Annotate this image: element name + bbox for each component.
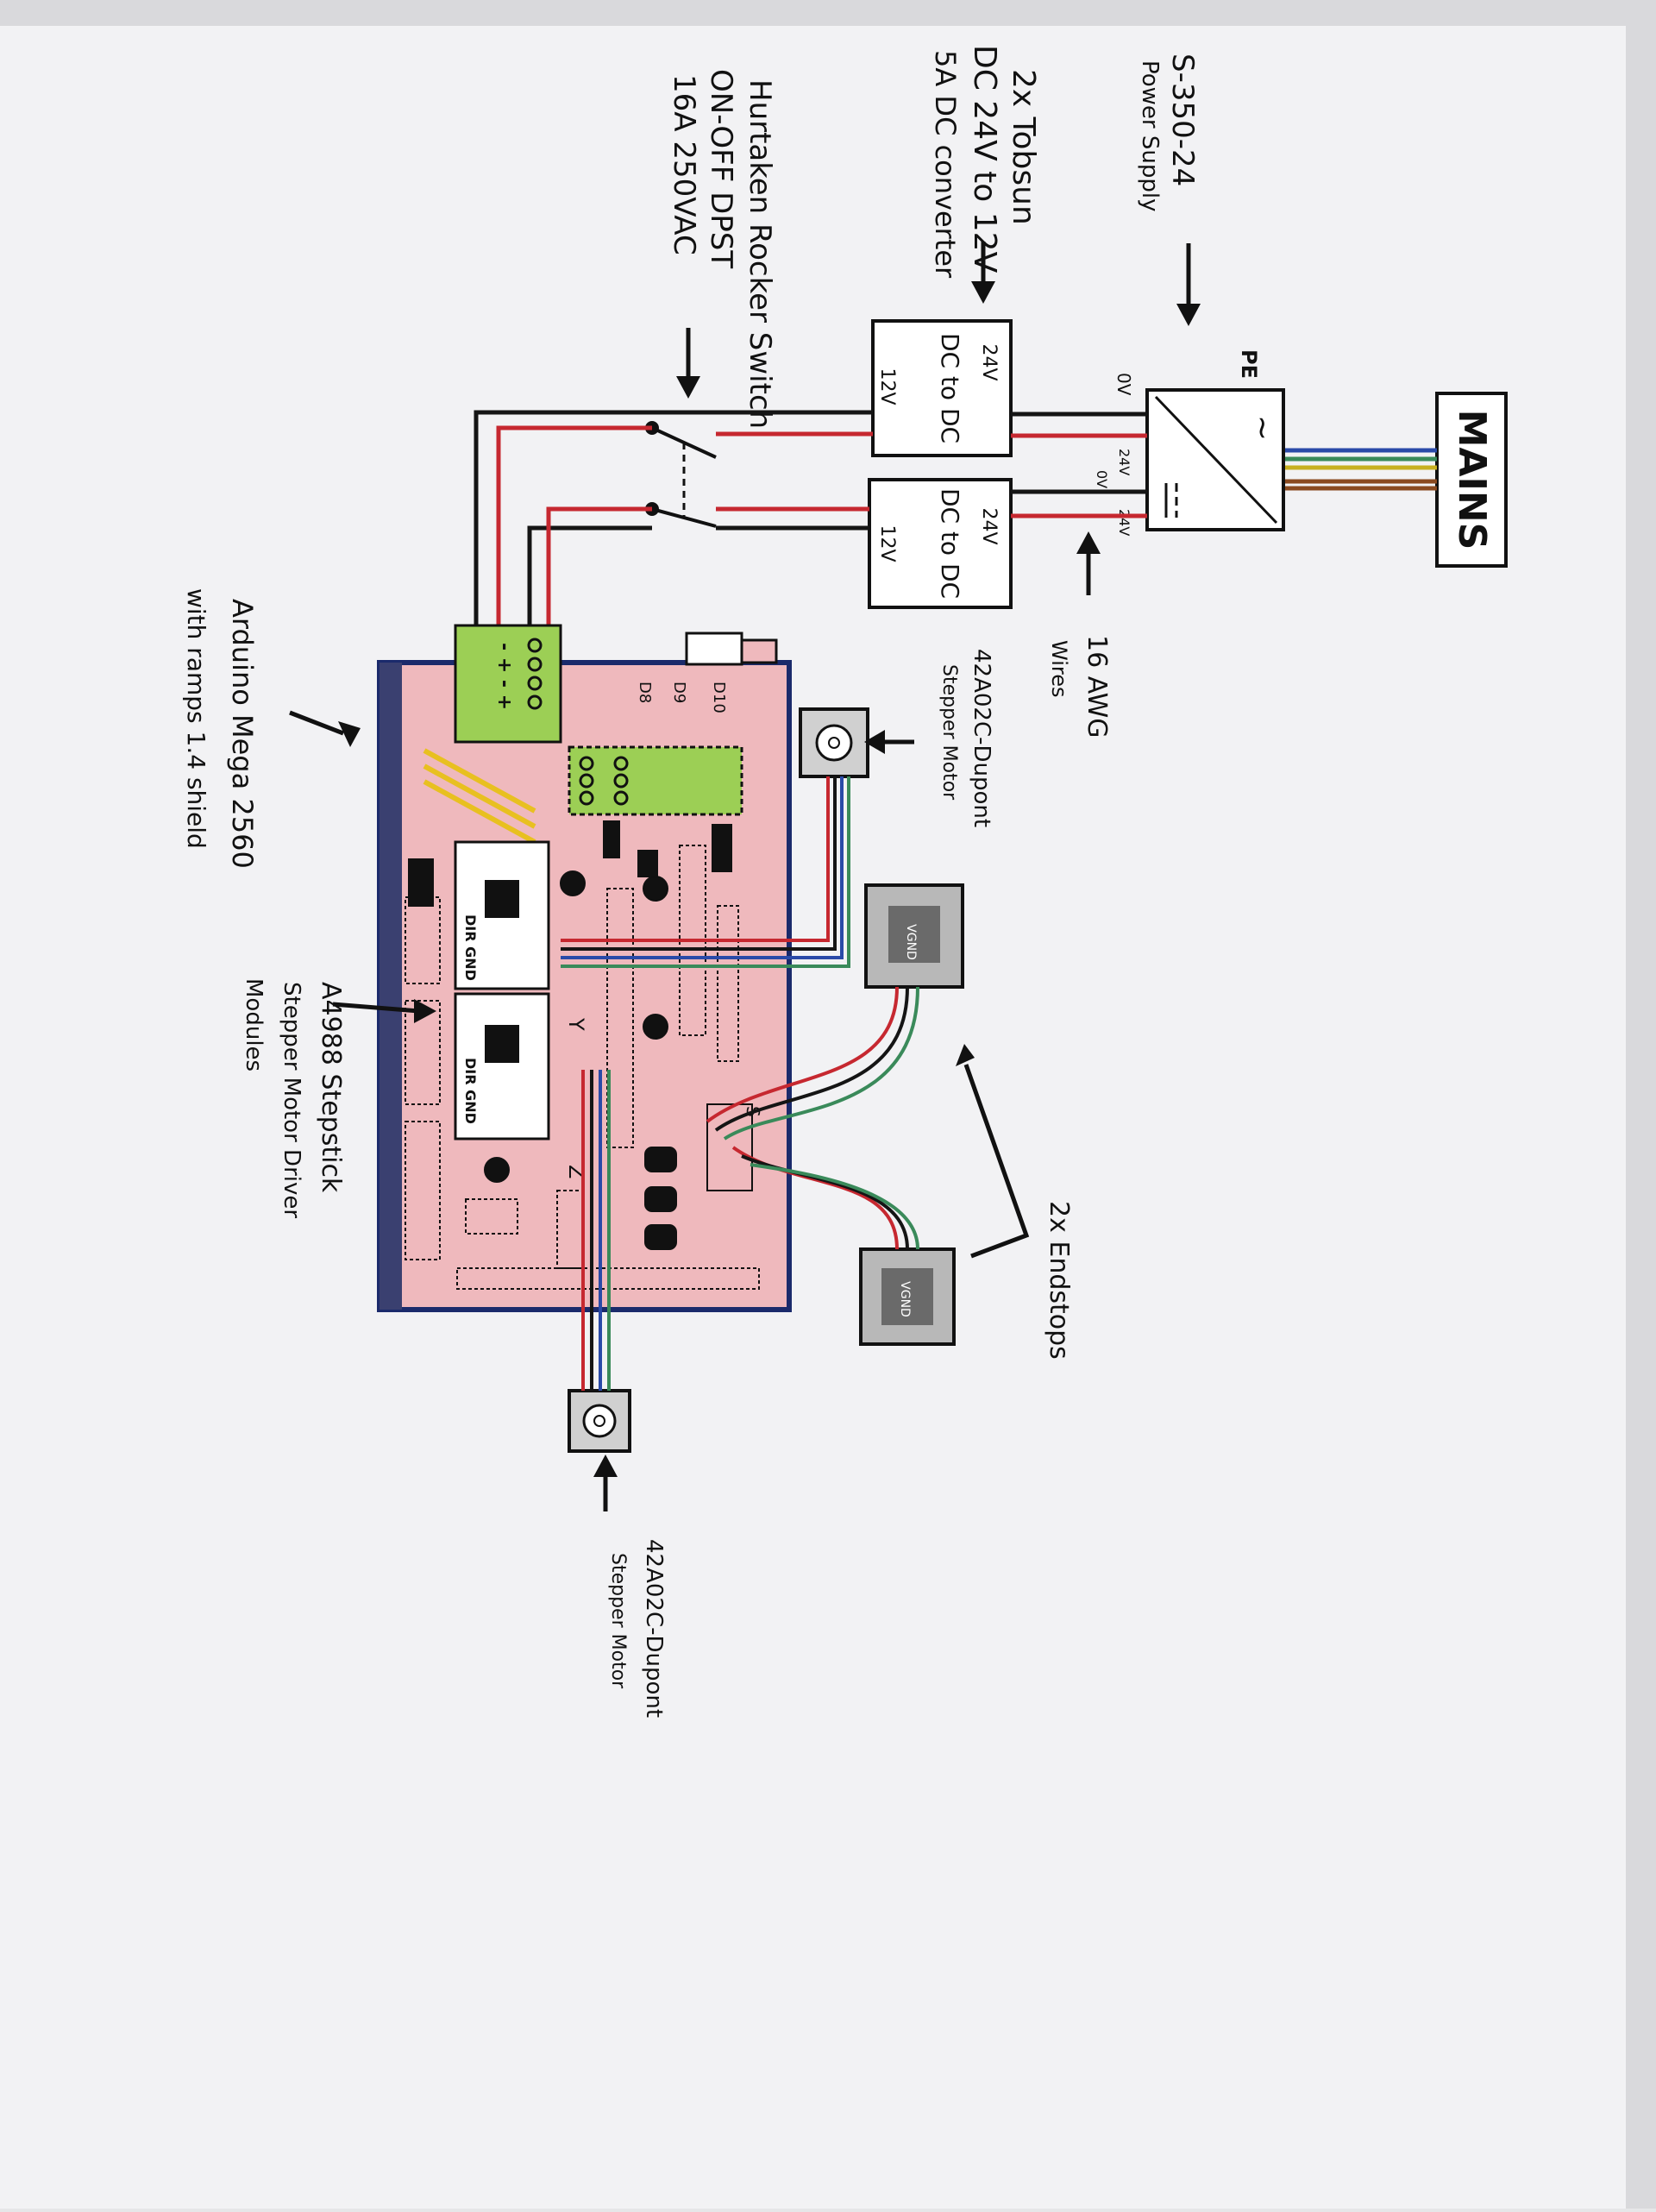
motor2-title-2: Stepper Motor <box>607 1553 629 1689</box>
endstop-2: VGND <box>859 1247 956 1346</box>
stepper-driver-2: DIR GND <box>454 992 550 1141</box>
psu-24v-a: 24V <box>1116 449 1132 475</box>
driver-title-3: Modules <box>241 978 267 1071</box>
mains-cable <box>1285 448 1437 491</box>
conv2-in-label: 24V <box>978 507 1000 544</box>
stepper-motor-1 <box>799 707 869 778</box>
driver1-pins: DIR GND <box>462 914 479 981</box>
endstop-1: VGND <box>864 883 964 989</box>
stepper-driver-1: DIR GND <box>454 840 550 990</box>
switch-title-3: 16A 250VAC <box>667 74 701 255</box>
wire-gauge-arrow <box>1076 531 1101 595</box>
psu-0v-a: 0V <box>1113 373 1134 396</box>
psu-pe-label: PE <box>1237 349 1261 379</box>
power-terminal-block: - + - + <box>454 624 562 744</box>
switch-title-1: Hurtaken Rocker Switch <box>743 79 777 429</box>
dc-converter-2: 24V DC to DC 12V <box>868 478 1013 609</box>
dc-converter-1: 24V DC to DC 12V <box>871 319 1013 457</box>
endstop-cables <box>706 986 919 1250</box>
conv2-out-label: 12V <box>876 525 898 562</box>
switch-title-2: ON-OFF DPST <box>704 69 738 268</box>
board-pointer-arrow <box>289 710 361 747</box>
driver2-pins: DIR GND <box>462 1058 479 1124</box>
mains-label: MAINS <box>1450 410 1494 550</box>
conv-pointer-arrow <box>971 242 995 304</box>
psu-24v-b: 24V <box>1116 509 1132 536</box>
power-jack <box>685 632 743 666</box>
motor1-title-1: 42A02C-Dupont <box>969 649 994 827</box>
d8-label: D8 <box>636 682 654 703</box>
endstop1-label: VGND <box>904 924 918 960</box>
motor2-title-1: 42A02C-Dupont <box>641 1539 667 1718</box>
psu-title-2: Power Supply <box>1137 60 1163 211</box>
fuse-stripes <box>423 748 536 845</box>
conv-title-1: 2x Tobsun <box>1006 69 1041 225</box>
power-wires-to-board <box>474 410 873 630</box>
power-supply: ~ PE 0V 24V 0V 24V <box>1094 349 1285 536</box>
motor2-pointer-arrow <box>593 1455 618 1511</box>
y-axis-mark: Y <box>564 1017 588 1031</box>
motor1-title-2: Stepper Motor <box>938 664 960 801</box>
psu-dc-symbol <box>1164 483 1178 518</box>
driver-pointer-arrow <box>332 999 436 1023</box>
psu-pointer-arrow <box>1176 243 1201 326</box>
psu-title-1: S-350-24 <box>1165 53 1200 186</box>
psu-ac-symbol: ~ <box>1245 415 1280 441</box>
endstop2-label: VGND <box>898 1281 912 1317</box>
stepper-motor-1-cable <box>561 776 850 968</box>
wire-gauge-1: 16 AWG <box>1082 635 1112 738</box>
conv-title-3: 5A DC converter <box>929 50 962 279</box>
driver-title-2: Stepper Motor Driver <box>279 982 304 1218</box>
conv1-out-label: 12V <box>876 368 898 405</box>
terminal-signs: - + - + <box>493 643 515 710</box>
mosfet-output-header: D10 D9 D8 <box>568 682 743 816</box>
conv1-in-label: 24V <box>978 343 1000 380</box>
motor1-pointer-arrow <box>864 730 914 754</box>
psu-0v-b: 0V <box>1094 470 1110 488</box>
d10-label: D10 <box>710 682 728 713</box>
wire-gauge-2: Wires <box>1047 640 1071 697</box>
endstops-title: 2x Endstops <box>1044 1201 1074 1360</box>
conv-title-2: DC 24V to 12V <box>967 45 1002 273</box>
endstops-pointer <box>956 1044 1030 1259</box>
paper-sheet <box>0 26 1626 2209</box>
stepper-motor-2-cable <box>581 1070 611 1391</box>
conv1-body-label: DC to DC <box>936 333 964 443</box>
board-title-1: Arduino Mega 2560 <box>226 599 259 869</box>
conv2-body-label: DC to DC <box>936 488 964 599</box>
driver-title-1: A4988 Stepstick <box>316 982 346 1193</box>
switch-pointer-arrow <box>676 328 700 399</box>
mains-box: MAINS <box>1435 392 1508 568</box>
psu-to-converter-wires <box>1011 412 1147 518</box>
board-title-2: with ramps 1.4 shield <box>182 588 210 849</box>
stepper-motor-2 <box>568 1389 631 1453</box>
d9-label: D9 <box>670 682 688 703</box>
